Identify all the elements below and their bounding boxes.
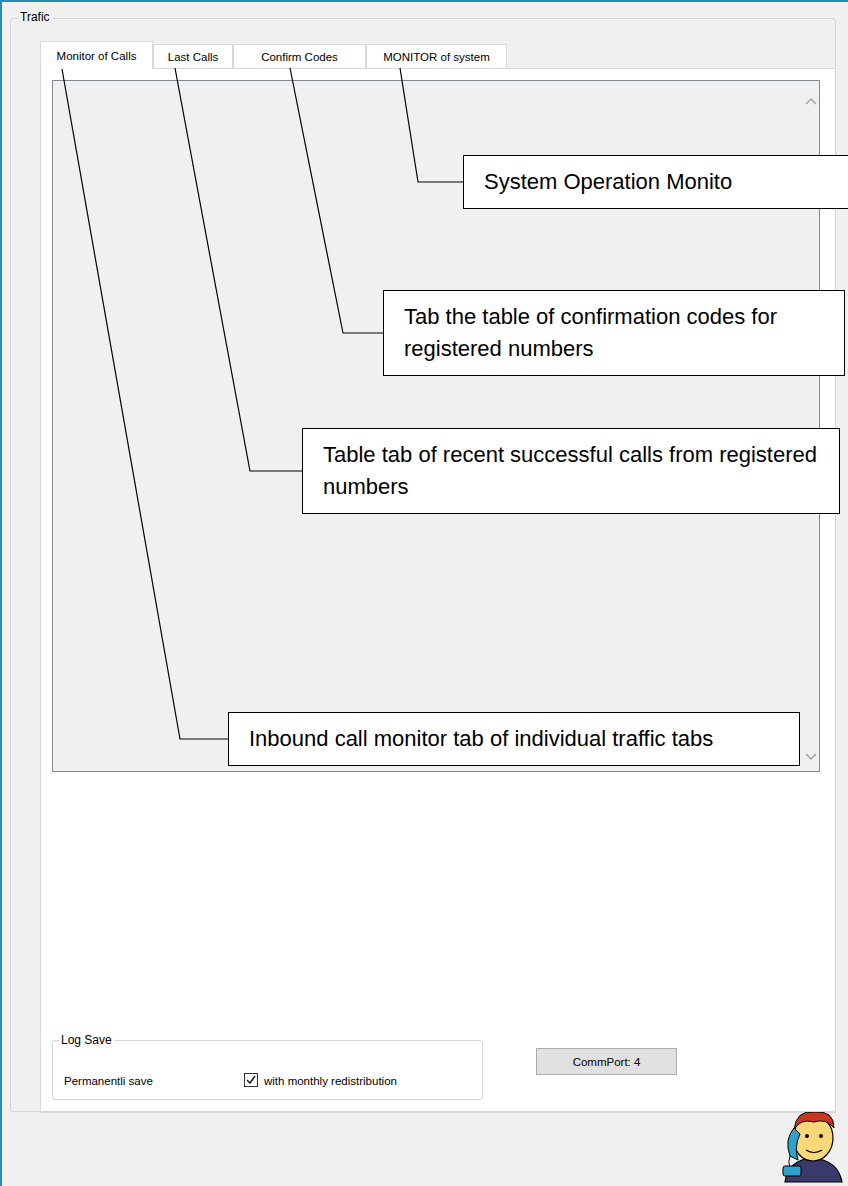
tab: Last Calls: [153, 44, 233, 68]
checkbox: [245, 1074, 258, 1087]
tab: Confirm Codes: [233, 44, 366, 68]
leader-line: [290, 68, 383, 333]
callout-text: Inbound call monitor tab of individual t…: [249, 723, 779, 755]
group-box: Log SavePermanentli savewith monthly red…: [52, 1040, 483, 1100]
option-label: Permanentli save: [64, 1074, 153, 1088]
callout-box: Tab the table of confirmation codes for …: [383, 290, 845, 376]
scroll-up-arrow: [806, 99, 816, 104]
tab-label: Last Calls: [168, 51, 219, 63]
button: CommPort: 4: [536, 1048, 677, 1075]
callout-text: Table tab of recent successful calls fro…: [323, 439, 819, 503]
tab-selected: Monitor of Calls: [40, 41, 153, 69]
callout-box: Table tab of recent successful calls fro…: [302, 428, 840, 514]
leader-line: [175, 68, 302, 471]
tab-panel: [41, 69, 836, 1113]
operator-icon: [783, 1112, 842, 1182]
callout-box: Inbound call monitor tab of individual t…: [228, 712, 800, 766]
tab-label: MONITOR of system: [383, 51, 490, 63]
window-border: [0, 0, 2, 1186]
callout-box: System Operation Monito: [463, 155, 848, 209]
callout-text: System Operation Monito: [484, 166, 842, 198]
tab-label: Monitor of Calls: [57, 50, 137, 62]
button-label: CommPort: 4: [573, 1056, 641, 1068]
leader-line: [400, 68, 463, 182]
window-border: [0, 0, 848, 2]
callout-text: Tab the table of confirmation codes for …: [404, 301, 824, 365]
scroll-down-arrow: [806, 754, 816, 759]
group-title: Log Save: [59, 1033, 114, 1048]
tab-label: Confirm Codes: [261, 51, 338, 63]
option-label: with monthly redistribution: [264, 1074, 397, 1088]
leader-line: [62, 69, 228, 739]
tab: MONITOR of system: [366, 44, 507, 68]
group-title: Trafic: [18, 10, 52, 25]
